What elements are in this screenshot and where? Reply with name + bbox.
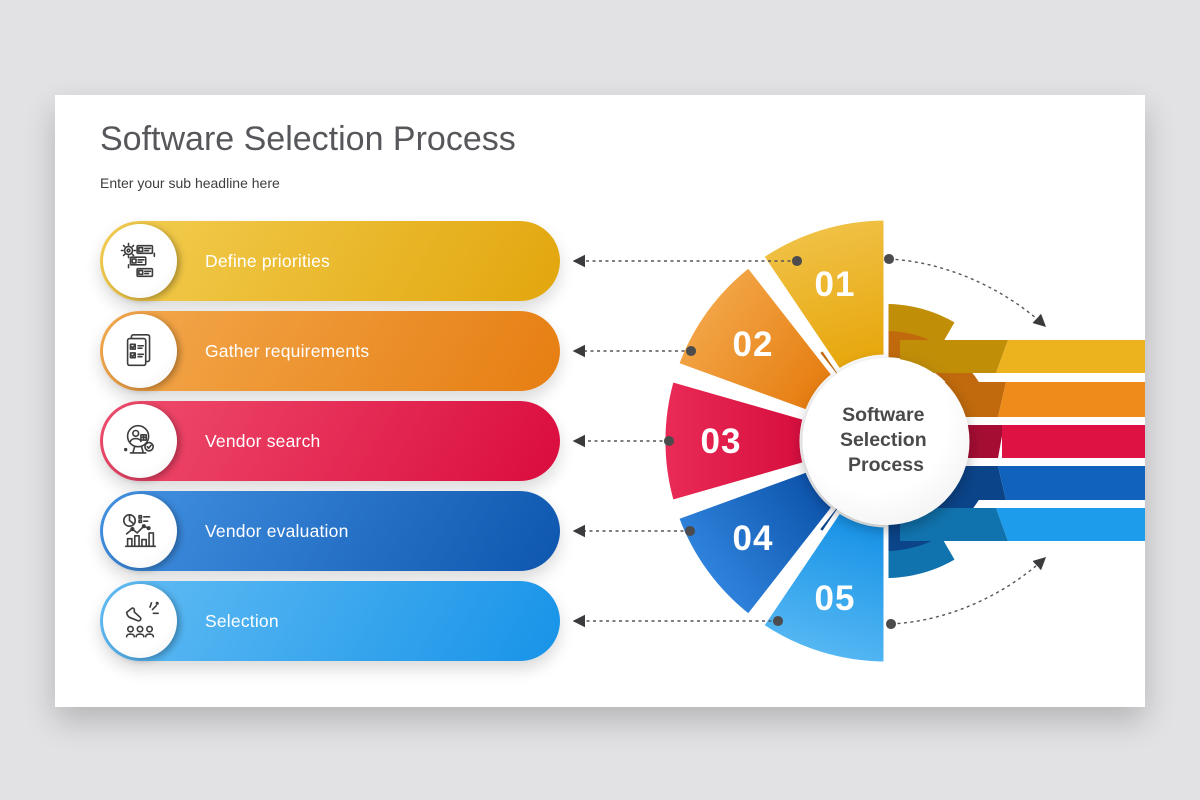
wedge-number-02: 02 bbox=[733, 325, 774, 364]
step-icon-circle bbox=[103, 404, 177, 478]
center-circle bbox=[802, 358, 970, 525]
curved-arrow-top bbox=[883, 253, 1047, 327]
step-icon-circle bbox=[103, 584, 177, 658]
bar-step-2 bbox=[998, 382, 1145, 417]
requirements-icon bbox=[126, 333, 151, 367]
center-label: Software Selection Process bbox=[840, 404, 932, 476]
step-pill-vendor-search: Vendor search bbox=[100, 401, 560, 481]
vendor-search-icon bbox=[124, 424, 154, 454]
wedge-number-04: 04 bbox=[733, 519, 774, 558]
selection-icon bbox=[125, 601, 159, 638]
wedge-number-01: 01 bbox=[815, 265, 856, 304]
bridge-step-5 bbox=[900, 508, 1008, 541]
step-label: Define priorities bbox=[205, 250, 330, 271]
wedge-03 bbox=[660, 377, 808, 505]
page-title: Software Selection Process bbox=[100, 120, 516, 158]
priorities-icon bbox=[120, 242, 156, 278]
step-icon-circle bbox=[103, 494, 177, 568]
vendor-evaluation-icon bbox=[122, 513, 157, 548]
step-label: Selection bbox=[205, 610, 279, 631]
step-pill-vendor-evaluation: Vendor evaluation bbox=[100, 491, 560, 571]
step-label: Vendor evaluation bbox=[205, 520, 349, 541]
wedge-number-03: 03 bbox=[701, 422, 742, 461]
wedge-number-05: 05 bbox=[815, 579, 856, 618]
step-icon-circle bbox=[103, 224, 177, 298]
bridge-step-1 bbox=[900, 340, 1008, 373]
step-label: Gather requirements bbox=[205, 340, 370, 361]
step-label: Vendor search bbox=[205, 430, 321, 451]
bar-step-3 bbox=[1002, 425, 1145, 458]
step-icon-circle bbox=[103, 314, 177, 388]
curved-arrow-bottom bbox=[885, 557, 1047, 630]
wedge-02 bbox=[673, 262, 837, 415]
step-pill-gather-requirements: Gather requirements bbox=[100, 311, 560, 391]
bar-step-5 bbox=[996, 508, 1145, 541]
bar-step-4 bbox=[998, 466, 1145, 500]
step-pill-selection: Selection bbox=[100, 581, 560, 661]
bar-step-1 bbox=[996, 340, 1145, 373]
page-subtitle: Enter your sub headline here bbox=[100, 175, 280, 191]
wedge-05 bbox=[758, 508, 889, 667]
step-pill-define-priorities: Define priorities bbox=[100, 221, 560, 301]
